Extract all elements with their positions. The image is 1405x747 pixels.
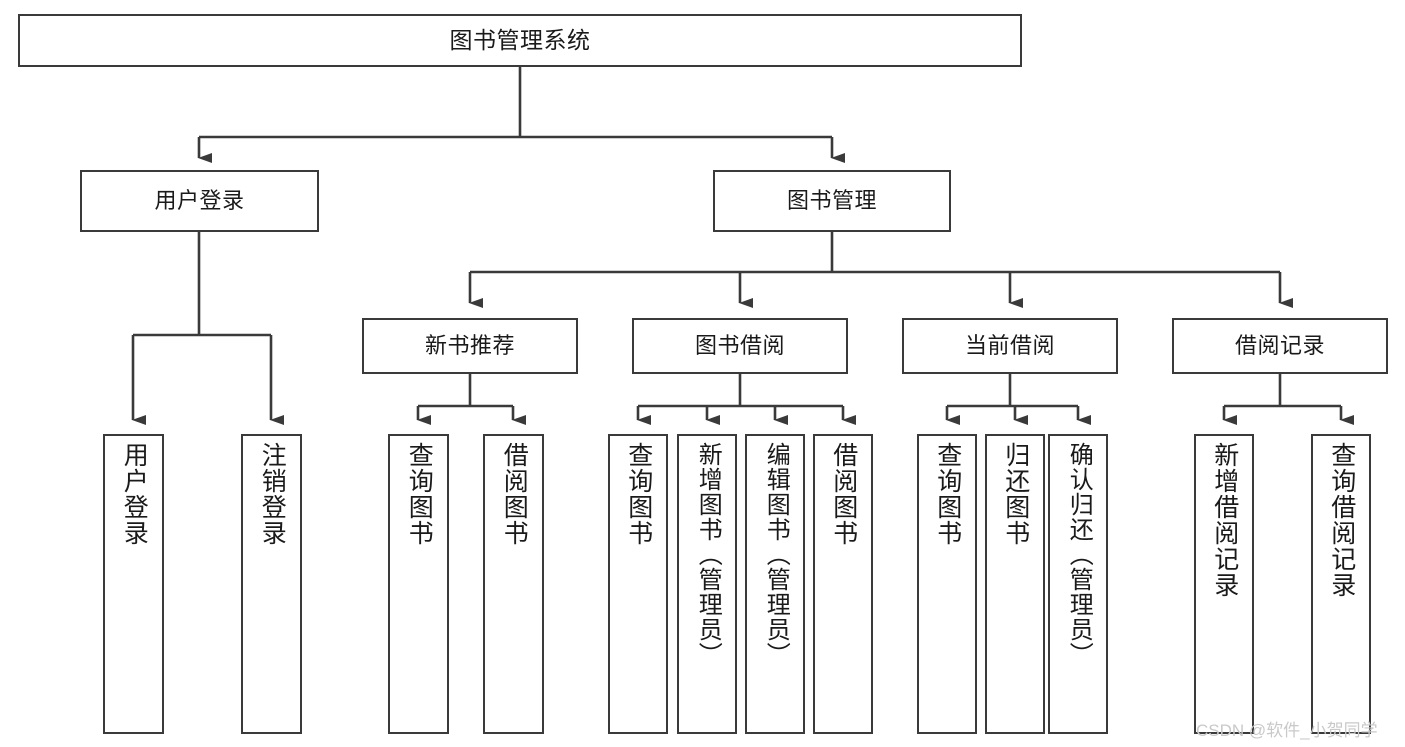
node-leaf-user-login-label: 用户登录 — [120, 442, 149, 546]
node-leaf-add-book-label: 新增图书（管理员） — [694, 442, 722, 667]
node-leaf-query-book-1[interactable]: 查询图书 — [388, 434, 449, 734]
node-book-borrow[interactable]: 图书借阅 — [632, 318, 848, 374]
node-user-login-label: 用户登录 — [154, 187, 245, 213]
node-root[interactable]: 图书管理系统 — [18, 14, 1022, 67]
node-current-borrow-label: 当前借阅 — [964, 332, 1055, 358]
node-book-manage-label: 图书管理 — [786, 187, 877, 213]
node-user-login[interactable]: 用户登录 — [80, 170, 319, 232]
node-book-manage[interactable]: 图书管理 — [713, 170, 951, 232]
node-leaf-query-book-3-label: 查询图书 — [933, 442, 962, 546]
node-leaf-borrow-book-1[interactable]: 借阅图书 — [483, 434, 544, 734]
node-leaf-logout[interactable]: 注销登录 — [241, 434, 302, 734]
node-leaf-edit-book[interactable]: 编辑图书（管理员） — [745, 434, 805, 734]
node-leaf-query-book-3[interactable]: 查询图书 — [917, 434, 977, 734]
node-new-book-rec[interactable]: 新书推荐 — [362, 318, 578, 374]
node-leaf-confirm-return-label: 确认归还（管理员） — [1065, 442, 1093, 667]
node-leaf-return-book-label: 归还图书 — [1001, 442, 1030, 546]
node-new-book-rec-label: 新书推荐 — [424, 332, 515, 358]
node-current-borrow[interactable]: 当前借阅 — [902, 318, 1118, 374]
node-leaf-user-login[interactable]: 用户登录 — [103, 434, 164, 734]
node-leaf-return-book[interactable]: 归还图书 — [985, 434, 1045, 734]
csdn-watermark: CSDN @软件_小贺同学 — [1196, 721, 1378, 740]
node-leaf-query-book-2[interactable]: 查询图书 — [608, 434, 668, 734]
node-root-label: 图书管理系统 — [449, 26, 591, 53]
node-borrow-record-label: 借阅记录 — [1234, 332, 1325, 358]
node-borrow-record[interactable]: 借阅记录 — [1172, 318, 1388, 374]
node-leaf-borrow-book-2[interactable]: 借阅图书 — [813, 434, 873, 734]
node-leaf-logout-label: 注销登录 — [258, 442, 287, 546]
node-book-borrow-label: 图书借阅 — [694, 332, 785, 358]
node-leaf-query-record-label: 查询借阅记录 — [1327, 442, 1356, 598]
node-leaf-query-record[interactable]: 查询借阅记录 — [1311, 434, 1371, 734]
node-leaf-borrow-book-1-label: 借阅图书 — [500, 442, 529, 546]
node-leaf-edit-book-label: 编辑图书（管理员） — [762, 442, 790, 667]
node-leaf-query-book-1-label: 查询图书 — [405, 442, 434, 546]
node-leaf-add-record[interactable]: 新增借阅记录 — [1194, 434, 1254, 734]
node-leaf-add-record-label: 新增借阅记录 — [1210, 442, 1239, 598]
node-leaf-add-book[interactable]: 新增图书（管理员） — [677, 434, 737, 734]
node-leaf-query-book-2-label: 查询图书 — [624, 442, 653, 546]
node-leaf-borrow-book-2-label: 借阅图书 — [829, 442, 858, 546]
node-leaf-confirm-return[interactable]: 确认归还（管理员） — [1048, 434, 1108, 734]
